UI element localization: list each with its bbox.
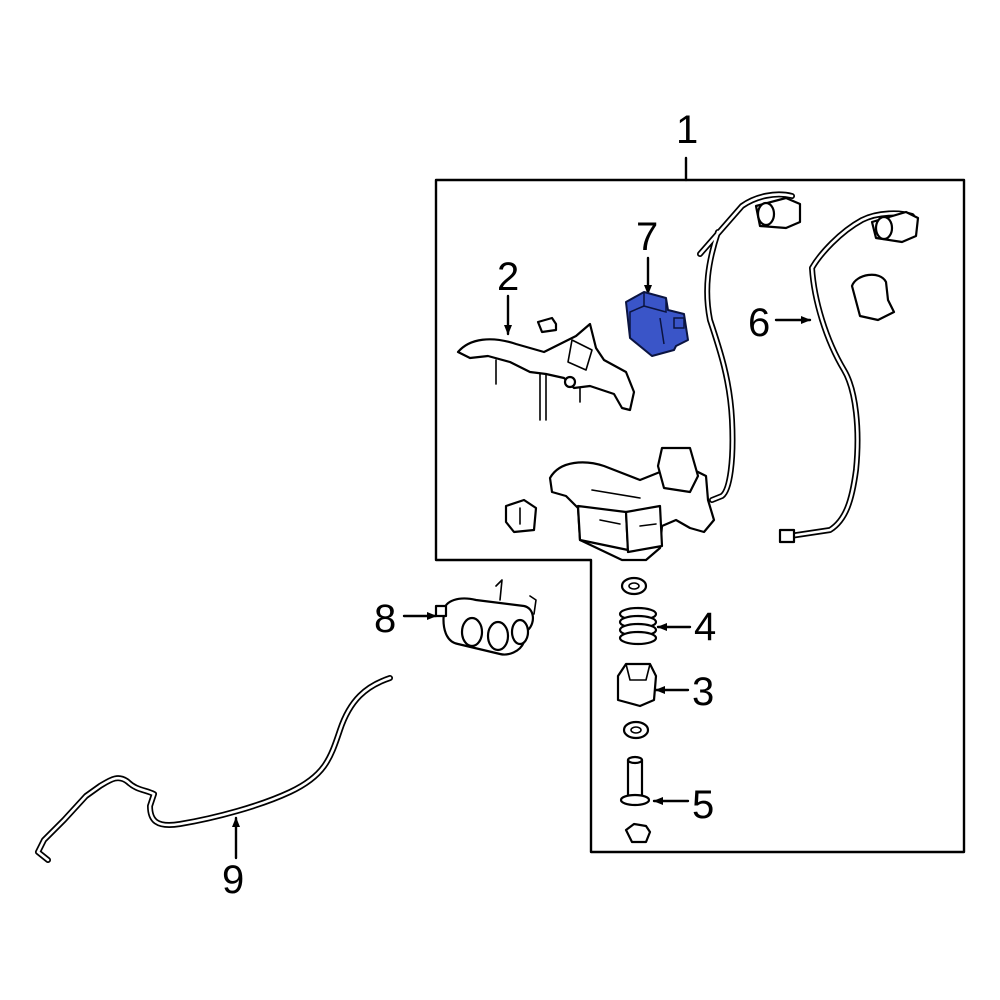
callout-8: 8 (374, 597, 396, 641)
air-line-left (697, 191, 802, 503)
bracket-part (456, 316, 636, 421)
spring-part (618, 606, 658, 646)
leader-arrows (232, 256, 812, 860)
callout-4: 4 (694, 605, 716, 649)
long-hose (35, 675, 393, 863)
callout-5: 5 (692, 783, 714, 827)
rubber-mount (616, 662, 658, 708)
callout-1: 1 (676, 108, 698, 152)
bolt-part (619, 755, 651, 807)
washer-mid (622, 720, 650, 740)
mount-stack (616, 576, 658, 844)
callout-2: 2 (497, 255, 519, 299)
canister-assembly (434, 579, 537, 656)
compressor-assembly (548, 446, 716, 562)
nut-part (624, 822, 652, 844)
washer-top (620, 576, 648, 596)
relay-valve-highlighted (625, 291, 689, 357)
callout-3: 3 (692, 670, 714, 714)
callout-6: 6 (748, 301, 770, 345)
clip-part (504, 498, 538, 534)
air-line-right (778, 210, 920, 544)
assembly-frame (434, 156, 966, 854)
callout-9: 9 (222, 858, 244, 902)
callout-7: 7 (636, 215, 658, 259)
